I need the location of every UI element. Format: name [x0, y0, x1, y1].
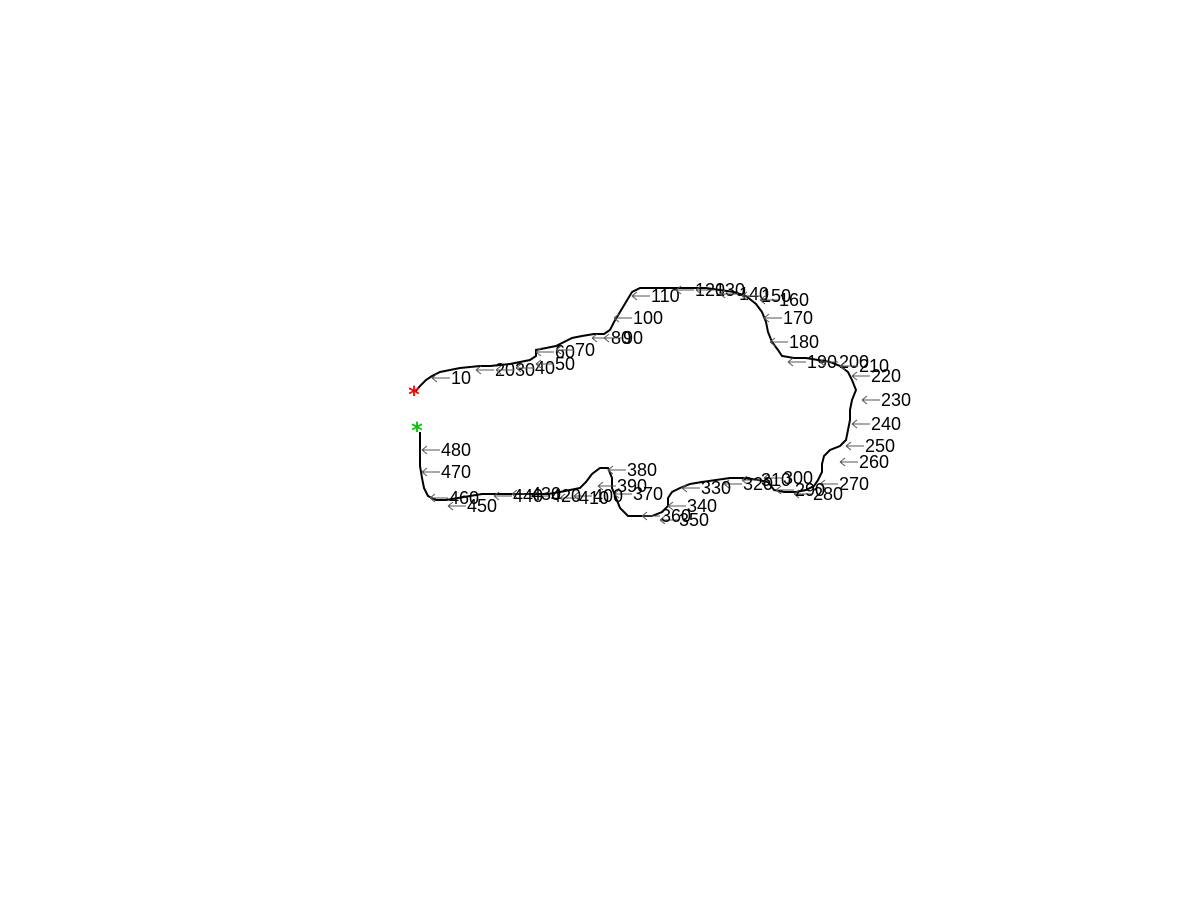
contour-label: 160 — [779, 290, 809, 310]
label-arrow — [597, 481, 616, 491]
label-arrow — [475, 365, 494, 375]
label-arrow — [631, 291, 650, 301]
label-arrow — [851, 371, 870, 381]
contour-label: 260 — [859, 452, 889, 472]
label-arrow — [741, 475, 760, 485]
contour-line — [414, 287, 858, 517]
label-arrow — [741, 291, 760, 301]
contour-label: 280 — [813, 484, 843, 504]
label-arrow — [421, 445, 440, 455]
label-arrow — [819, 479, 838, 489]
end-marker: * — [411, 419, 423, 444]
contour-label: 380 — [627, 460, 657, 480]
contour-label: 450 — [467, 496, 497, 516]
contour-label: 400 — [593, 486, 623, 506]
label-arrow — [763, 473, 782, 483]
label-arrow — [531, 491, 550, 501]
contour-label: 230 — [881, 390, 911, 410]
label-arrow — [667, 501, 686, 511]
label-arrow — [695, 285, 714, 295]
contour-label: 210 — [859, 356, 889, 376]
contour-label: 240 — [871, 414, 901, 434]
label-arrow — [603, 333, 622, 343]
label-arrow — [421, 467, 440, 477]
label-arrow — [793, 489, 812, 499]
contour-label: 90 — [623, 328, 643, 348]
label-arrow — [769, 337, 788, 347]
contour-label: 50 — [555, 354, 575, 374]
contour-label: 130 — [715, 280, 745, 300]
contour-label: 360 — [661, 506, 691, 526]
label-arrow — [559, 493, 578, 503]
contour-label: 180 — [789, 332, 819, 352]
label-arrow — [515, 363, 534, 373]
label-arrow — [861, 395, 880, 405]
label-arrow — [675, 285, 694, 295]
label-arrow — [839, 457, 858, 467]
contour-label: 170 — [783, 308, 813, 328]
label-arrow — [723, 479, 742, 489]
contour-label: 150 — [761, 286, 791, 306]
contour-label: 250 — [865, 436, 895, 456]
contour-label: 310 — [761, 470, 791, 490]
label-arrow — [851, 419, 870, 429]
contour-label: 420 — [551, 486, 581, 506]
label-arrow — [555, 345, 574, 355]
label-arrow — [535, 347, 554, 357]
contour-label: 220 — [871, 366, 901, 386]
label-arrow — [759, 295, 778, 305]
label-arrow — [511, 489, 530, 499]
label-arrow — [681, 483, 700, 493]
contour-label: 270 — [839, 474, 869, 494]
contour-label: 110 — [651, 286, 680, 306]
contour-label: 350 — [679, 510, 709, 530]
label-arrow — [787, 357, 806, 367]
label-arrow — [659, 515, 678, 525]
label-arrow — [613, 313, 632, 323]
label-arrow — [493, 491, 512, 501]
contour-label: 10 — [451, 368, 471, 388]
contour-label: 370 — [633, 484, 663, 504]
label-arrow — [763, 313, 782, 323]
label-arrow — [431, 373, 450, 383]
contour-label: 70 — [575, 340, 595, 360]
contour-label: 290 — [795, 480, 825, 500]
label-arrow — [641, 511, 660, 521]
label-arrow — [429, 493, 448, 503]
contour-label: 460 — [449, 488, 479, 508]
contour-label: 390 — [617, 476, 647, 496]
contour-label: 340 — [687, 496, 717, 516]
label-arrow — [845, 441, 864, 451]
contour-label: 430 — [531, 484, 561, 504]
contour-label: 410 — [579, 488, 609, 508]
contour-label: 40 — [535, 358, 555, 378]
contour-label: 470 — [441, 462, 471, 482]
contour-label: 100 — [633, 308, 663, 328]
label-arrow — [719, 289, 738, 299]
contour-label: 480 — [441, 440, 471, 460]
label-arrow — [613, 489, 632, 499]
contour-label: 320 — [743, 474, 773, 494]
contour-label: 300 — [783, 468, 813, 488]
label-arrow — [447, 501, 466, 511]
contour-label: 200 — [839, 352, 869, 372]
start-marker: * — [408, 383, 420, 408]
label-arrow — [495, 365, 514, 375]
contour-label: 440 — [513, 486, 543, 506]
label-arrow — [607, 465, 626, 475]
contour-label: 330 — [701, 478, 731, 498]
label-arrow — [775, 485, 794, 495]
label-arrow — [535, 359, 554, 369]
label-arrow — [839, 361, 858, 371]
label-arrow — [819, 357, 838, 367]
